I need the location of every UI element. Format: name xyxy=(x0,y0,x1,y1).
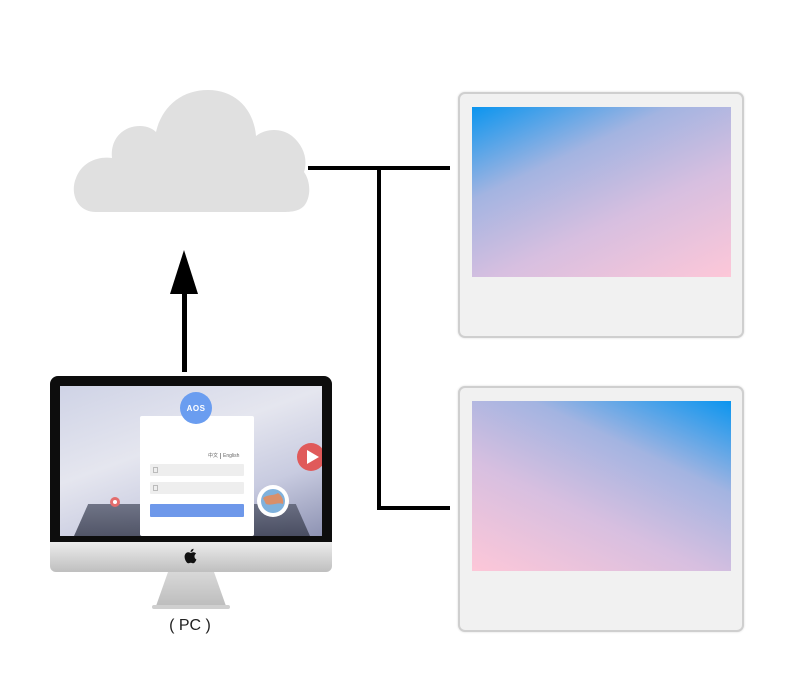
login-button[interactable] xyxy=(150,504,244,517)
pc-label: ( PC ) xyxy=(169,617,211,634)
connector-vertical xyxy=(377,166,381,510)
display-device-bottom xyxy=(458,386,744,632)
location-pin-icon xyxy=(110,497,120,507)
user-icon xyxy=(153,467,158,473)
language-chinese[interactable]: 中文 xyxy=(208,453,219,459)
arrow-shaft xyxy=(182,292,187,372)
arrow-up-icon xyxy=(170,250,198,294)
cloud-icon xyxy=(73,90,310,212)
username-field[interactable] xyxy=(150,464,244,476)
display-screen-bottom xyxy=(472,401,731,571)
connector-horizontal-bottom xyxy=(377,506,450,510)
language-english[interactable]: English xyxy=(223,453,240,459)
language-switch[interactable]: 中文 English xyxy=(208,452,239,459)
pc-monitor: AOS 中文 English xyxy=(50,376,332,572)
display-screen-top xyxy=(472,107,731,277)
login-logo: AOS xyxy=(180,392,212,424)
play-icon xyxy=(297,443,322,471)
lock-icon xyxy=(153,485,158,491)
login-panel xyxy=(140,416,254,536)
display-device-top xyxy=(458,92,744,338)
monitor-stand xyxy=(152,572,230,609)
password-field[interactable] xyxy=(150,482,244,494)
monitor-screen: AOS 中文 English xyxy=(60,386,322,536)
monitor-bezel: AOS 中文 English xyxy=(50,376,332,544)
globe-icon xyxy=(257,485,289,517)
apple-logo-icon xyxy=(184,548,197,564)
